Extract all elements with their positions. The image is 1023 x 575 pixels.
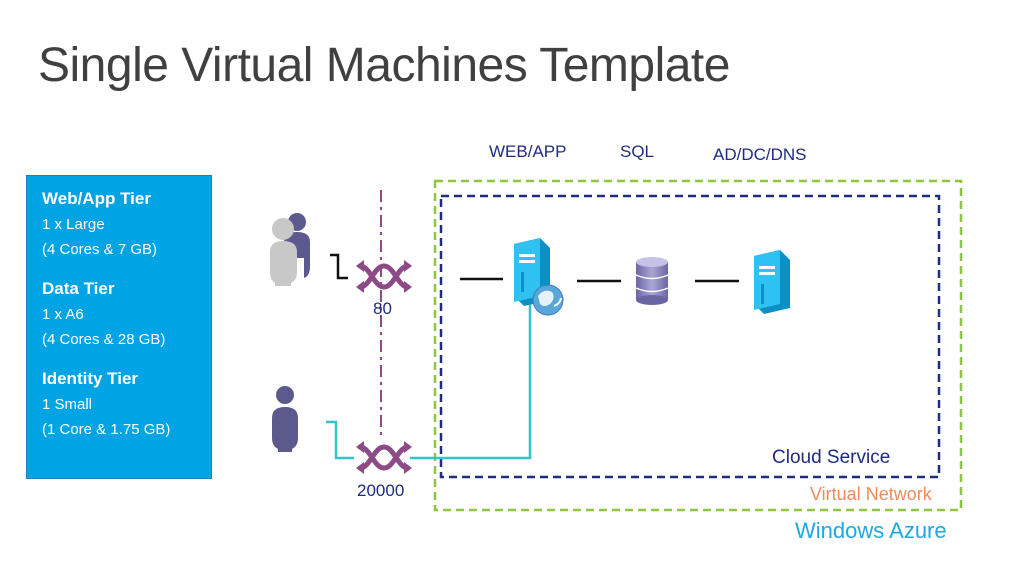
user-group-connector (330, 253, 348, 280)
web-app-label: WEB/APP (489, 142, 567, 161)
tier-size: 1 Small (42, 396, 93, 413)
tier-spec: (4 Cores & 28 GB) (42, 331, 166, 348)
user-icon (272, 386, 298, 452)
tier-size: 1 x Large (42, 216, 105, 233)
page-title: Single Virtual Machines Template (38, 39, 730, 92)
virtual-network-label: Virtual Network (810, 484, 932, 504)
tier-summary-panel: Web/App Tier 1 x Large (4 Cores & 7 GB) … (26, 175, 212, 479)
tier-name: Data Tier (42, 279, 115, 298)
sql-label: SQL (620, 142, 655, 161)
web-server-icon (514, 238, 564, 316)
tier-spec: (4 Cores & 7 GB) (42, 241, 158, 258)
user-connector (326, 420, 354, 460)
windows-azure-label: Windows Azure (795, 518, 947, 543)
tier-name: Identity Tier (42, 369, 139, 388)
cloud-service-label: Cloud Service (772, 447, 891, 468)
router-icon (356, 260, 412, 293)
ad-dc-dns-label: AD/DC/DNS (713, 145, 807, 164)
virtual-network-boundary (433, 179, 963, 512)
router-icon (356, 441, 412, 474)
users-group-icon (270, 213, 310, 286)
tier-identity: Identity Tier 1 Small (1 Core & 1.75 GB) (42, 366, 211, 442)
tier-web-app: Web/App Tier 1 x Large (4 Cores & 7 GB) (42, 186, 211, 262)
server-icon (754, 250, 790, 314)
port-80-label: 80 (373, 299, 392, 318)
tier-size: 1 x A6 (42, 306, 84, 323)
port-20000-label: 20000 (357, 481, 405, 500)
tier-data: Data Tier 1 x A6 (4 Cores & 28 GB) (42, 276, 211, 352)
rdp-link (410, 300, 532, 460)
tier-spec: (1 Core & 1.75 GB) (42, 421, 171, 438)
cloud-service-boundary (439, 194, 941, 479)
database-icon (635, 257, 669, 305)
tier-name: Web/App Tier (42, 189, 151, 208)
